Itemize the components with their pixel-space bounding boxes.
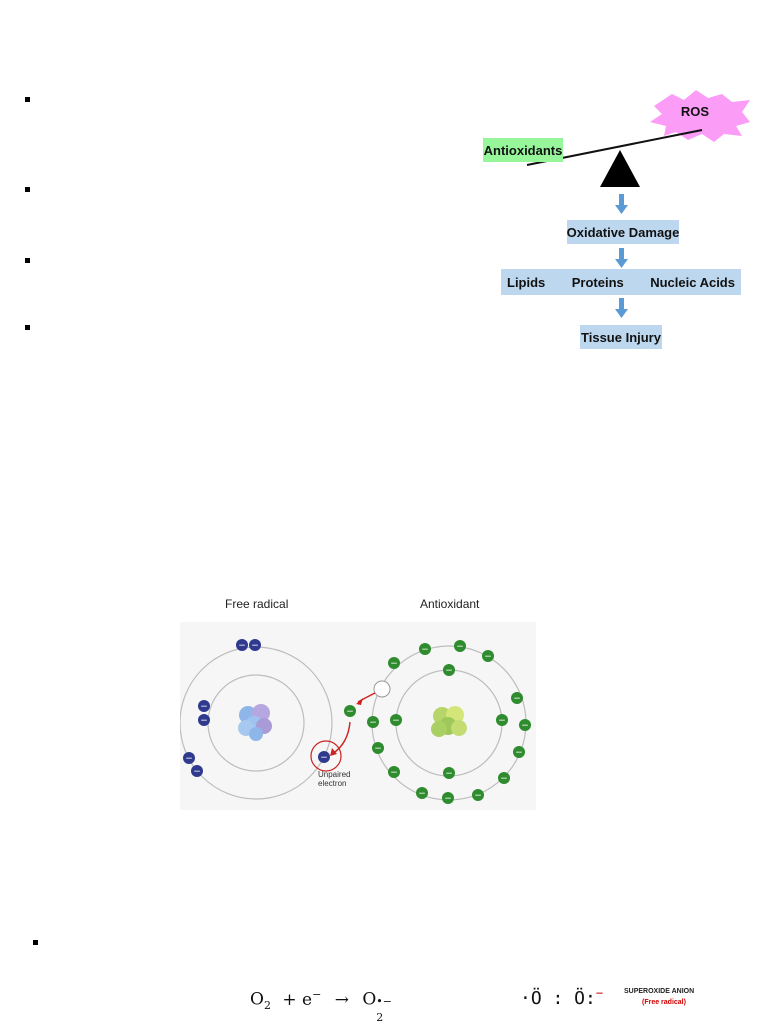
free-radical-electron-sign: − xyxy=(238,641,246,651)
free-radical-electron xyxy=(249,639,261,651)
unpaired-label-line1: Unpaired xyxy=(318,770,351,779)
eq-right-sub: 2 xyxy=(376,1010,384,1024)
target-lipids: Lipids xyxy=(507,274,546,290)
bullet-2 xyxy=(25,187,30,192)
target-proteins: Proteins xyxy=(571,274,624,290)
antioxidant-electron xyxy=(482,650,494,662)
lewis-dots: ·Ö : Ö: xyxy=(520,988,596,1009)
balance-graphic xyxy=(526,90,750,318)
antioxidant-electron-sign: − xyxy=(513,694,521,704)
free-radical-title: Free radical xyxy=(225,597,289,611)
antioxidant-inner-electron-sign: − xyxy=(445,666,453,676)
antioxidant-inner-electron xyxy=(496,714,508,726)
antioxidant-electron xyxy=(519,719,531,731)
antioxidant-electron xyxy=(388,766,400,778)
antioxidant-electron-sign: − xyxy=(521,721,529,731)
free-radical-electron xyxy=(198,700,210,712)
tissue-injury-box: Tissue Injury xyxy=(580,325,662,349)
antioxidant-electron xyxy=(513,746,525,758)
bullet-1 xyxy=(25,97,30,102)
superoxide-equation: O2 + e− → O•−2 xyxy=(250,988,392,1024)
eq-arrow: → xyxy=(334,989,349,1010)
flow-arrows xyxy=(615,194,628,318)
antioxidant-electron-sign: − xyxy=(500,774,508,784)
transfer-arrowhead-2 xyxy=(330,748,337,756)
ros-balance-diagram: ROS Antioxidants Oxidative Damage Lipids… xyxy=(470,90,760,360)
free-radical-electron-sign: − xyxy=(193,767,201,777)
lewis-charge: − xyxy=(595,986,604,1000)
antioxidant-electron-sign: − xyxy=(474,791,482,801)
antioxidant-inner-electron xyxy=(443,664,455,676)
superoxide-anion-title: SUPEROXIDE ANION xyxy=(624,988,695,995)
eq-left-o: O xyxy=(250,989,264,1010)
antioxidant-electron xyxy=(344,705,356,717)
antioxidant-title: Antioxidant xyxy=(420,597,480,611)
free-radical-electron xyxy=(236,639,248,651)
antioxidant-inner-electron-sign: − xyxy=(392,716,400,726)
antioxidant-electron-sign: − xyxy=(390,768,398,778)
bullet-3 xyxy=(25,258,30,263)
target-nucleic-acids: Nucleic Acids xyxy=(650,274,735,290)
free-radical-electron xyxy=(191,765,203,777)
antioxidant-electron xyxy=(454,640,466,652)
unpaired-label-line2: electron xyxy=(318,779,347,788)
eq-e-sup: − xyxy=(312,988,322,1001)
free-radical-electron xyxy=(198,714,210,726)
antioxidants-label: Antioxidants xyxy=(483,138,563,162)
antioxidant-electron-sign: − xyxy=(421,645,429,655)
antioxidant-electron xyxy=(388,657,400,669)
ros-label: ROS xyxy=(680,103,710,119)
antioxidant-inner-electron xyxy=(390,714,402,726)
transfer-arrow-2 xyxy=(331,721,351,755)
antioxidant-electron xyxy=(367,716,379,728)
antioxidant-electron-sign: − xyxy=(346,707,354,717)
oxidative-damage-box: Oxidative Damage xyxy=(567,220,679,244)
antioxidant-electron-sign: − xyxy=(484,652,492,662)
free-radical-electron-sign: − xyxy=(200,716,208,726)
atom-figure: Free radical Antioxidant xyxy=(180,594,536,810)
antioxidant-electron-sign: − xyxy=(418,789,426,799)
free-radical-electron xyxy=(318,751,330,763)
eq-right-sup: •− xyxy=(376,994,392,1008)
antioxidant-electron-sign: − xyxy=(374,744,382,754)
empty-electron-slot xyxy=(373,680,391,698)
antioxidant-inner-electron-sign: − xyxy=(445,769,453,779)
lewis-structure: ·Ö : Ö:− xyxy=(520,986,603,1009)
transfer-arrowhead-1 xyxy=(356,698,363,705)
free-radical-nucleus xyxy=(238,704,272,741)
antioxidant-electron xyxy=(419,643,431,655)
antioxidant-electron-sign: − xyxy=(369,718,377,728)
free-radical-electron-sign: − xyxy=(200,702,208,712)
free-radical-subtitle: (Free radical) xyxy=(642,999,686,1006)
antioxidant-electron xyxy=(372,742,384,754)
antioxidant-electron-sign: − xyxy=(515,748,523,758)
eq-plus-e: + e xyxy=(282,989,313,1010)
bullet-5 xyxy=(33,940,38,945)
fulcrum-triangle xyxy=(600,150,640,187)
unpaired-electron-ring xyxy=(310,740,342,772)
free-radical-electron-sign: − xyxy=(185,754,193,764)
atom-graphic: −−−−−−−−−−−−−−−−−−−−−−−−−− xyxy=(180,639,531,804)
antioxidant-inner-electron xyxy=(443,767,455,779)
bullet-4 xyxy=(25,325,30,330)
targets-box: Lipids Proteins Nucleic Acids xyxy=(501,269,741,295)
antioxidant-electron xyxy=(416,787,428,799)
antioxidant-electron xyxy=(498,772,510,784)
eq-right-o: O xyxy=(362,989,377,1010)
free-radical-electron-sign: − xyxy=(320,753,328,763)
ros-burst-shape xyxy=(650,90,750,142)
antioxidant-electron xyxy=(442,792,454,804)
antioxidant-electron-sign: − xyxy=(390,659,398,669)
free-radical-electron-sign: − xyxy=(251,641,259,651)
electrons: −−−−−−−−−−−−−−−−−−−−−−−−−− xyxy=(183,639,531,804)
antioxidant-electron xyxy=(511,692,523,704)
antioxidant-nucleus xyxy=(431,706,467,737)
antioxidant-electron-sign: − xyxy=(456,642,464,652)
eq-left-sub: 2 xyxy=(263,999,271,1013)
antioxidant-electron-sign: − xyxy=(444,794,452,804)
antioxidant-electron xyxy=(472,789,484,801)
free-radical-electron xyxy=(183,752,195,764)
antioxidant-inner-electron-sign: − xyxy=(498,716,506,726)
